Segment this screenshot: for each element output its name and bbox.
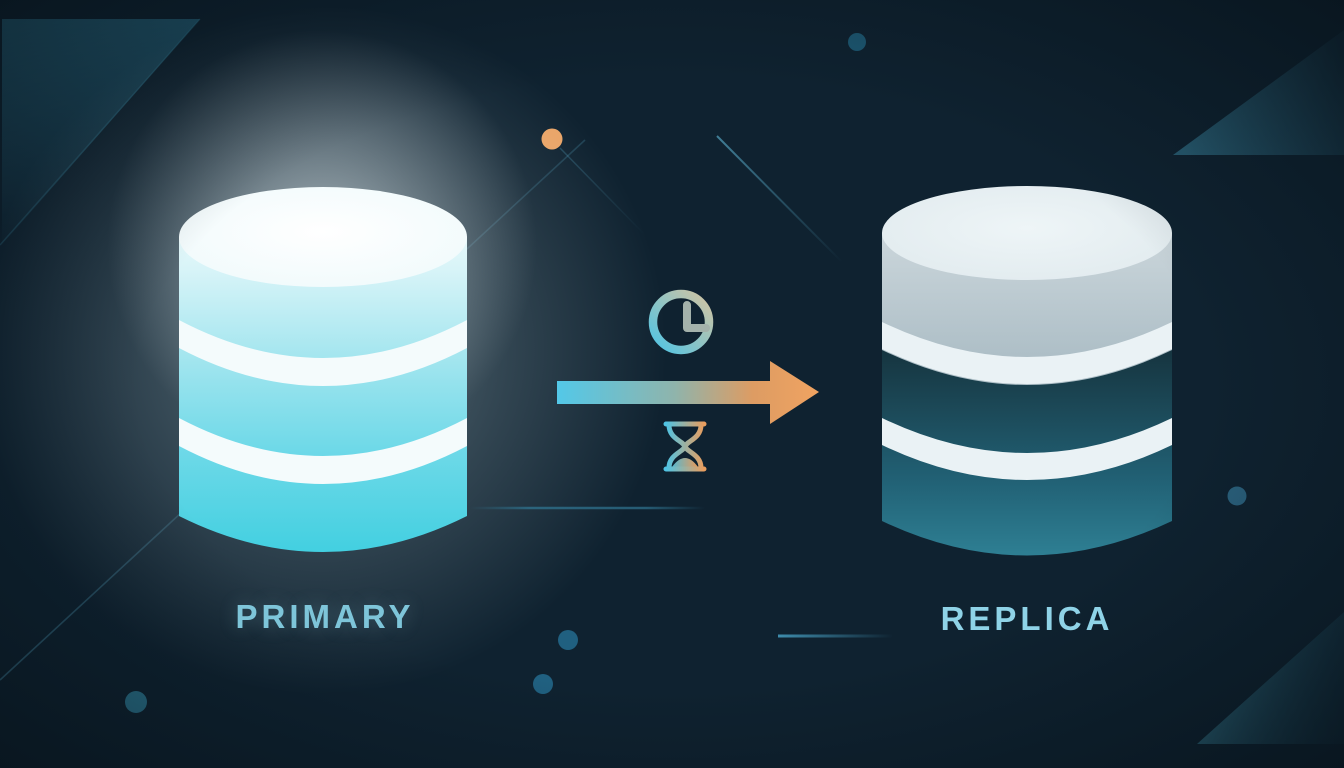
primary-label: PRIMARY bbox=[235, 598, 415, 635]
replica-label: REPLICA bbox=[940, 600, 1114, 637]
